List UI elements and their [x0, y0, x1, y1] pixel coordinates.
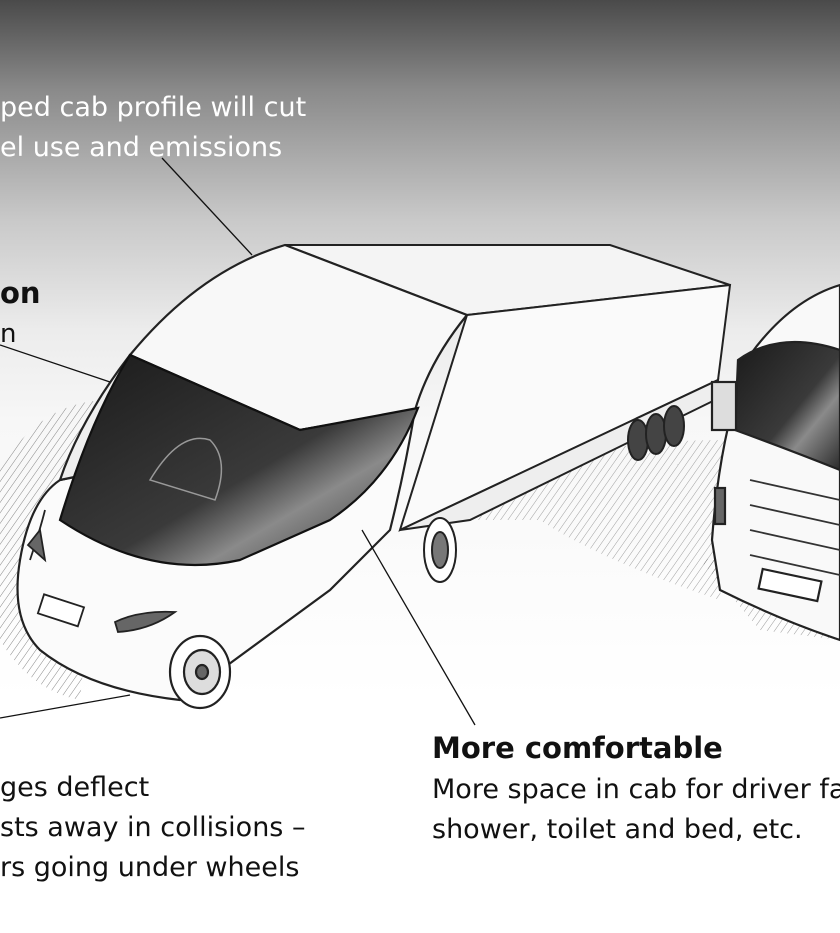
callout-line-bottom-left — [0, 694, 131, 719]
caption-safety-line2: sts away in collisions – — [0, 812, 306, 843]
windshield — [58, 353, 420, 566]
callout-line-right — [361, 529, 476, 726]
second-truck — [710, 283, 840, 642]
caption-comfort-line1: More space in cab for driver fa — [432, 774, 840, 805]
caption-safety-line1: ges deflect — [0, 772, 150, 803]
caption-left-subtext: n — [0, 319, 17, 349]
trailer-wheels — [423, 405, 685, 583]
caption-aerodynamic-line2: el use and emissions — [0, 132, 283, 163]
caption-left-heading: on — [0, 276, 41, 310]
caption-comfort-line2: shower, toilet and bed, etc. — [432, 814, 803, 845]
callout-line-top — [161, 157, 253, 256]
callout-lines — [0, 157, 476, 726]
caption-safety: ges deflect sts away in collisions – rs … — [0, 768, 305, 888]
caption-safety-line3: rs going under wheels — [0, 852, 300, 883]
callout-line-left — [0, 344, 111, 383]
front-wheel — [168, 634, 232, 710]
caption-comfort-heading: More comfortable — [432, 731, 723, 765]
caption-aerodynamic-line1: ped cab profile will cut — [0, 92, 307, 123]
cab-front-details — [26, 509, 178, 633]
trailer — [284, 244, 732, 532]
caption-aerodynamic: ped cab profile will cut el use and emis… — [0, 88, 306, 168]
caption-comfort-body: More space in cab for driver fa shower, … — [432, 770, 840, 850]
